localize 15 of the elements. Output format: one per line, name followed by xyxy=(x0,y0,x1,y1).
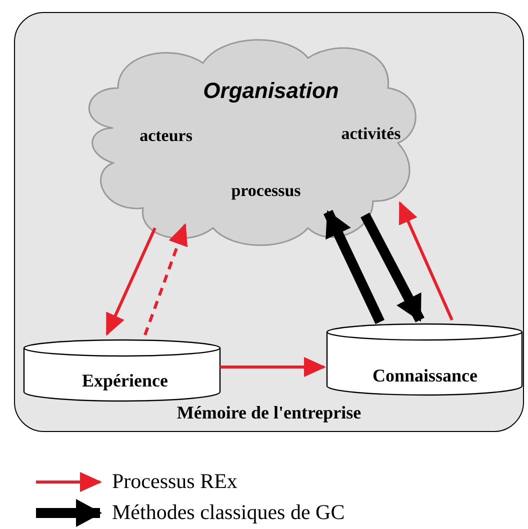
legend-label: Processus REx xyxy=(112,469,238,494)
arrow xyxy=(106,227,156,336)
node-label: Connaissance xyxy=(372,366,478,386)
node-label: processus xyxy=(231,181,301,201)
arrow xyxy=(398,201,454,321)
arrow xyxy=(144,223,188,336)
node-label: Expérience xyxy=(82,370,168,392)
node-label: acteurs xyxy=(140,126,192,146)
node-label: activités xyxy=(341,124,401,144)
legend-label: Méthodes classiques de GC xyxy=(112,500,345,525)
arrow xyxy=(220,357,326,377)
panel-label: Mémoire de l'entreprise xyxy=(176,402,362,424)
memory-panel xyxy=(14,12,524,432)
cloud-title: Organisation xyxy=(203,78,339,104)
arrow xyxy=(360,212,424,322)
